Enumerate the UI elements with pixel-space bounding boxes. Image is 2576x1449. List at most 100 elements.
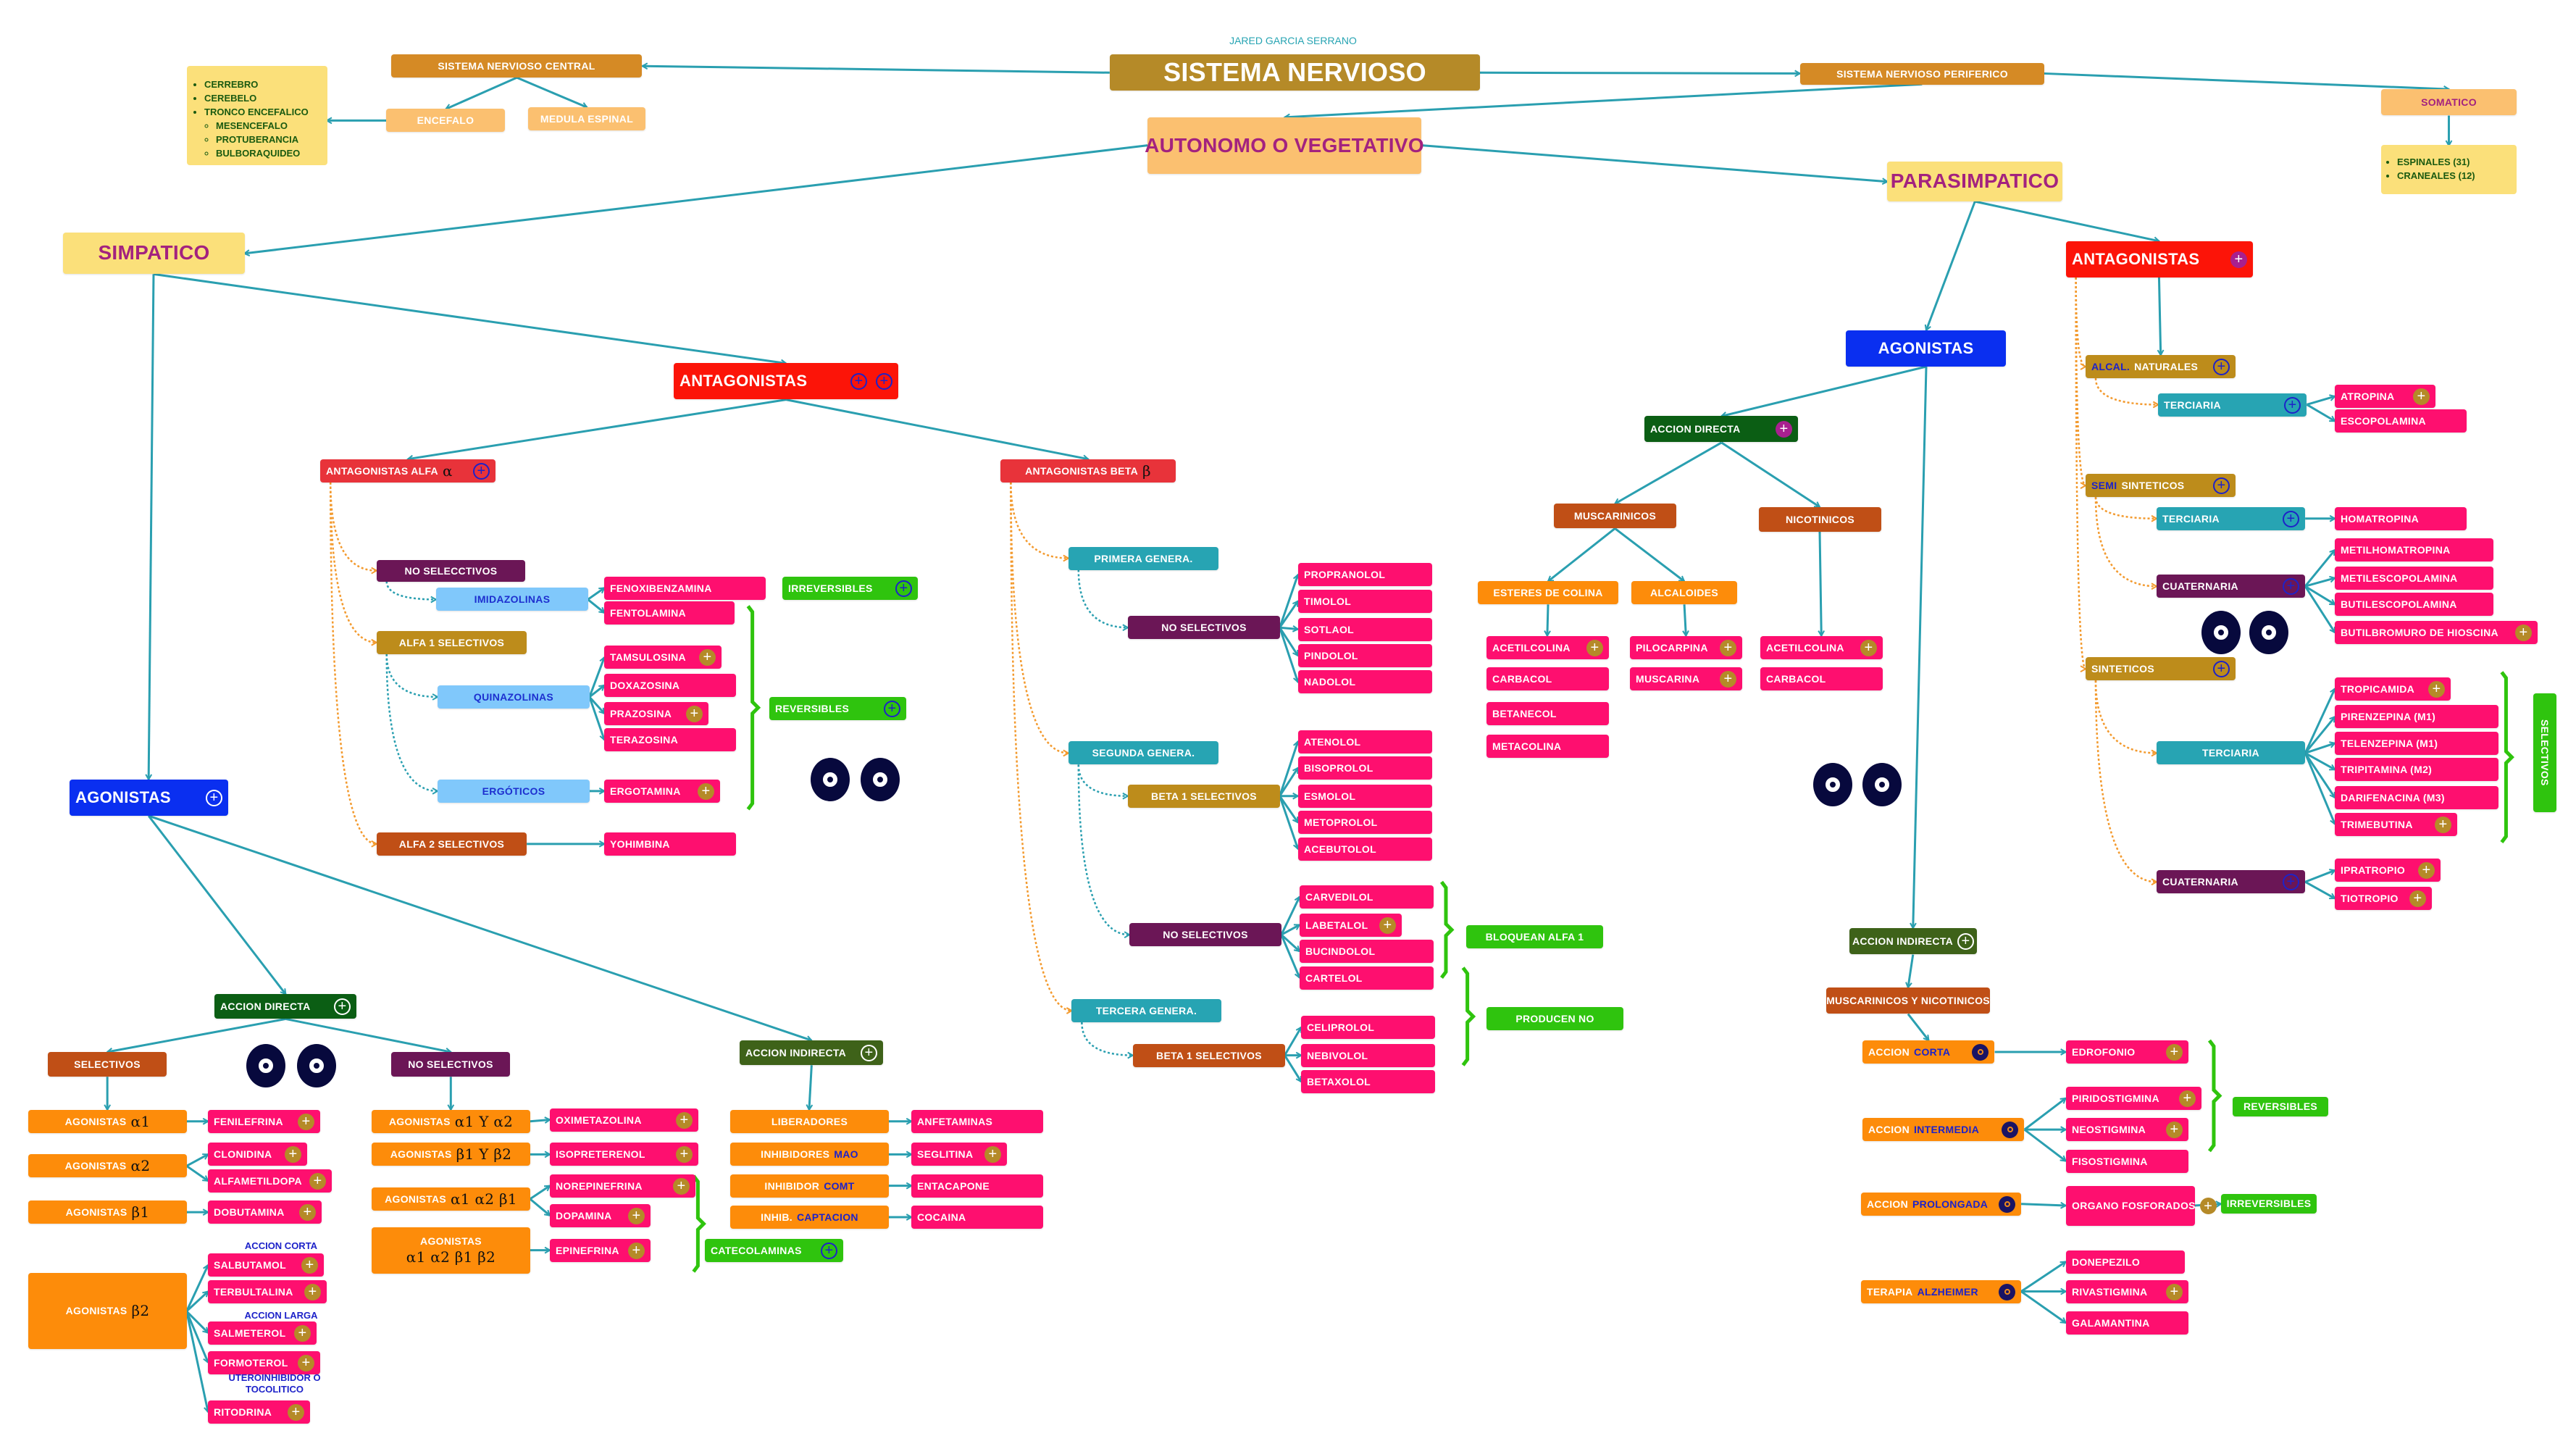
expand-plus-icon[interactable]: + bbox=[850, 372, 867, 390]
expand-plus-icon[interactable]: + bbox=[676, 1145, 693, 1163]
expand-plus-icon[interactable]: + bbox=[2283, 577, 2299, 595]
node-nado[interactable]: NADOLOL bbox=[1298, 670, 1432, 693]
node-autonomo[interactable]: AUTONOMO O VEGETATIVO bbox=[1145, 117, 1424, 174]
node-prodno[interactable]: PRODUCEN NO bbox=[1486, 1007, 1623, 1030]
node-teraz[interactable]: TERAZOSINA bbox=[604, 728, 736, 751]
node-quin[interactable]: QUINAZOLINAS bbox=[438, 685, 590, 709]
node-t3[interactable]: TERCIARIA bbox=[2157, 741, 2305, 764]
node-tripi[interactable]: TRIPITAMINA (M2) bbox=[2335, 758, 2498, 781]
node-imid[interactable]: IMIDAZOLINAS bbox=[436, 588, 588, 611]
node-dobut[interactable]: DOBUTAMINA+ bbox=[208, 1200, 322, 1224]
node-b1s2[interactable]: BETA 1 SELECTIVOS bbox=[1133, 1044, 1285, 1067]
node-irrevP[interactable]: IRREVERSIBLES bbox=[2221, 1194, 2317, 1214]
node-iprat[interactable]: IPRATROPIO+ bbox=[2335, 859, 2441, 882]
node-snc[interactable]: SISTEMA NERVIOSO CENTRAL bbox=[391, 54, 642, 78]
node-betax[interactable]: BETAXOLOL bbox=[1301, 1070, 1435, 1093]
expand-plus-icon[interactable]: + bbox=[2283, 873, 2299, 890]
node-form[interactable]: FORMOTEROL+ bbox=[208, 1351, 320, 1374]
node-doxa[interactable]: DOXAZOSINA bbox=[604, 674, 736, 697]
node-anfet[interactable]: ANFETAMINAS bbox=[911, 1110, 1043, 1133]
expand-plus-icon[interactable]: + bbox=[2213, 358, 2230, 375]
expand-plus-icon[interactable]: + bbox=[676, 1111, 693, 1129]
node-betan[interactable]: BETANECOL bbox=[1486, 702, 1609, 725]
expand-plus-icon[interactable]: + bbox=[2230, 251, 2247, 268]
node-metilh[interactable]: METILHOMATROPINA bbox=[2335, 538, 2493, 561]
node-piren[interactable]: PIRENZEPINA (M1) bbox=[2335, 705, 2498, 728]
expand-plus-icon[interactable]: + bbox=[2166, 1283, 2183, 1300]
node-sotl[interactable]: SOTLAOL bbox=[1298, 618, 1432, 641]
node-nebi[interactable]: NEBIVOLOL bbox=[1301, 1044, 1435, 1067]
node-selS[interactable]: SELECTIVOS bbox=[48, 1052, 167, 1077]
node-selV[interactable]: SELECTIVOS bbox=[2533, 693, 2556, 812]
node-nore[interactable]: NOREPINEFRINA+ bbox=[550, 1174, 695, 1198]
expand-plus-icon[interactable]: + bbox=[288, 1403, 304, 1421]
node-carb1[interactable]: CARBACOL bbox=[1486, 667, 1609, 690]
node-tropi[interactable]: TROPICAMIDA+ bbox=[2335, 677, 2451, 701]
expand-plus-icon[interactable]: + bbox=[628, 1242, 645, 1259]
node-terb[interactable]: TERBULTALINA+ bbox=[208, 1280, 327, 1303]
expand-plus-icon[interactable]: + bbox=[821, 1242, 837, 1259]
node-alfam[interactable]: ALFAMETILDOPA+ bbox=[208, 1169, 332, 1193]
expand-plus-icon[interactable]: + bbox=[2435, 816, 2451, 833]
node-butile[interactable]: BUTILESCOPOLAMINA bbox=[2335, 593, 2493, 616]
expand-plus-icon[interactable]: + bbox=[1720, 639, 1736, 656]
node-adP[interactable]: ACCION DIRECTA+ bbox=[1644, 416, 1798, 442]
expand-plus-icon[interactable]: + bbox=[301, 1256, 318, 1274]
expand-plus-icon[interactable]: + bbox=[1957, 932, 1975, 950]
expand-plus-icon[interactable]: + bbox=[686, 705, 703, 722]
node-acet1[interactable]: ACETILCOLINA+ bbox=[1486, 636, 1609, 659]
node-nosel1[interactable]: NO SELECTIVOS bbox=[1128, 616, 1280, 639]
node-done[interactable]: DONEPEZILO bbox=[2066, 1250, 2185, 1274]
node-alfa1[interactable]: ALFA 1 SELECTIVOS bbox=[377, 631, 527, 654]
expand-plus-icon[interactable]: + bbox=[884, 700, 900, 717]
node-homa[interactable]: HOMATROPINA bbox=[2335, 507, 2467, 530]
node-mynic[interactable]: MUSCARINICOS Y NICOTINICOS bbox=[1826, 987, 1990, 1014]
expand-plus-icon[interactable]: + bbox=[298, 1113, 314, 1130]
node-t1[interactable]: TERCIARIA+ bbox=[2158, 393, 2307, 417]
expand-plus-icon[interactable]: + bbox=[473, 462, 490, 480]
node-labe[interactable]: LABETALOL+ bbox=[1300, 914, 1402, 937]
node-gala[interactable]: GALAMANTINA bbox=[2066, 1311, 2188, 1335]
expand-plus-icon[interactable]: + bbox=[2284, 396, 2301, 414]
node-terc[interactable]: TERCERA GENERA. bbox=[1071, 999, 1221, 1022]
expand-plus-icon[interactable]: + bbox=[1379, 916, 1396, 934]
node-tiot[interactable]: TIOTROPIO+ bbox=[2335, 887, 2432, 910]
node-yohim[interactable]: YOHIMBINA bbox=[604, 832, 736, 856]
expand-plus-icon[interactable]: + bbox=[628, 1207, 645, 1224]
node-segl[interactable]: SEGLITINA+ bbox=[911, 1143, 1007, 1166]
node-irrevS[interactable]: IRREVERSIBLES+ bbox=[782, 577, 918, 600]
node-somatico[interactable]: SOMATICO bbox=[2381, 89, 2517, 115]
expand-plus-icon[interactable]: + bbox=[1720, 670, 1736, 688]
expand-plus-icon[interactable]: + bbox=[1776, 420, 1792, 438]
expand-plus-icon[interactable]: + bbox=[2179, 1090, 2196, 1107]
expand-plus-icon[interactable]: + bbox=[2213, 477, 2230, 494]
node-seg[interactable]: SEGUNDA GENERA. bbox=[1069, 741, 1218, 764]
node-ergot[interactable]: ERGOTAMINA+ bbox=[604, 780, 720, 803]
node-snp[interactable]: SISTEMA NERVIOSO PERIFERICO bbox=[1800, 63, 2044, 85]
node-iso[interactable]: ISOPRETERENOL+ bbox=[550, 1143, 698, 1166]
node-carv[interactable]: CARVEDILOL bbox=[1300, 885, 1434, 909]
node-tams[interactable]: TAMSULOSINA+ bbox=[604, 646, 722, 669]
expand-plus-icon[interactable]: + bbox=[895, 580, 912, 597]
node-metile[interactable]: METILESCOPOLAMINA bbox=[2335, 567, 2493, 590]
node-liber[interactable]: LIBERADORES bbox=[730, 1110, 889, 1133]
node-coca[interactable]: COCAINA bbox=[911, 1206, 1043, 1229]
node-atrop[interactable]: ATROPINA+ bbox=[2335, 385, 2435, 408]
node-t2[interactable]: TERCIARIA+ bbox=[2157, 507, 2305, 530]
node-parasimpatico[interactable]: PARASIMPATICO bbox=[1887, 162, 2062, 201]
node-ester[interactable]: ESTERES DE COLINA bbox=[1478, 581, 1618, 604]
node-timo[interactable]: TIMOLOL bbox=[1298, 590, 1432, 613]
node-bloq[interactable]: BLOQUEAN ALFA 1 bbox=[1466, 925, 1603, 948]
eye-toggle-icon[interactable] bbox=[2002, 1121, 2018, 1138]
node-musc[interactable]: MUSCARINICOS bbox=[1554, 504, 1676, 528]
expand-plus-icon[interactable]: + bbox=[1586, 639, 1603, 656]
